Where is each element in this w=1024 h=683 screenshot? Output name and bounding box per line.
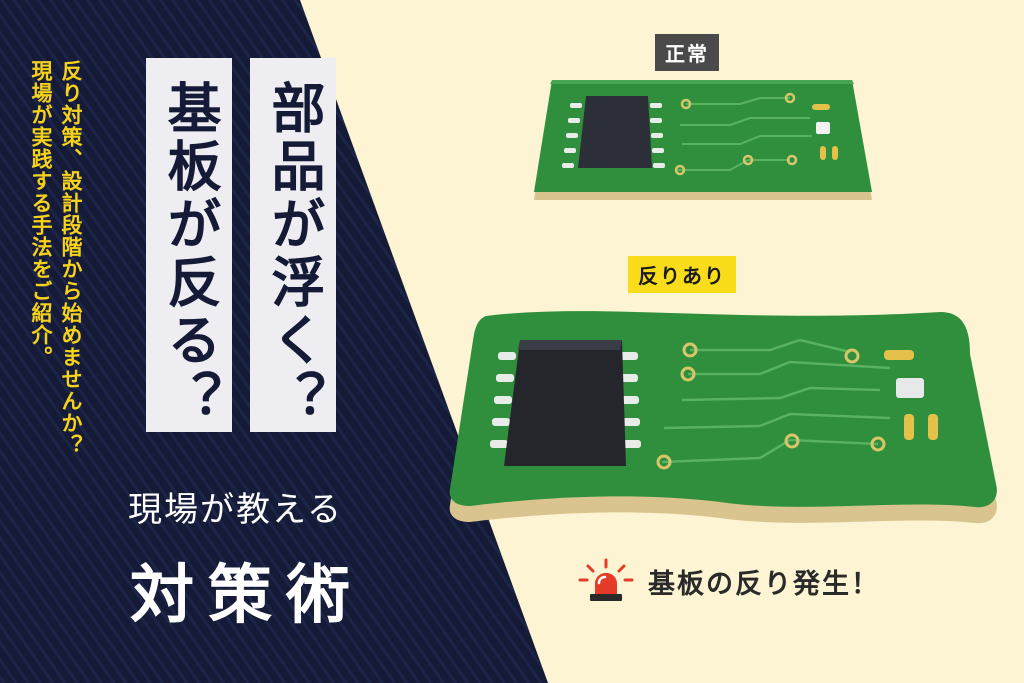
- question-card-component-lift: 部品が浮く？: [250, 58, 336, 432]
- label-normal: 正常: [655, 34, 719, 71]
- headline: 対策術: [130, 559, 364, 633]
- question-component-lift: 部品が浮く？: [262, 80, 325, 428]
- subtitle-line-2: 現場が実践する手法をご紹介。: [29, 60, 53, 368]
- label-warped: 反りあり: [628, 256, 736, 293]
- tagline: 現場が教える: [128, 490, 343, 530]
- alert-row: 基板の反り発生！: [578, 558, 880, 604]
- pcb-warped-illustration: [449, 311, 997, 524]
- alert-text: 基板の反り発生！: [648, 568, 880, 600]
- pcb-normal-illustration: [534, 80, 872, 200]
- siren-icon: [578, 558, 634, 601]
- question-board-warp: 基板が反る？: [158, 80, 221, 428]
- question-card-board-warp: 基板が反る？: [146, 58, 232, 432]
- subtitle-line-1: 反り対策、設計段階から始めませんか？: [59, 60, 83, 456]
